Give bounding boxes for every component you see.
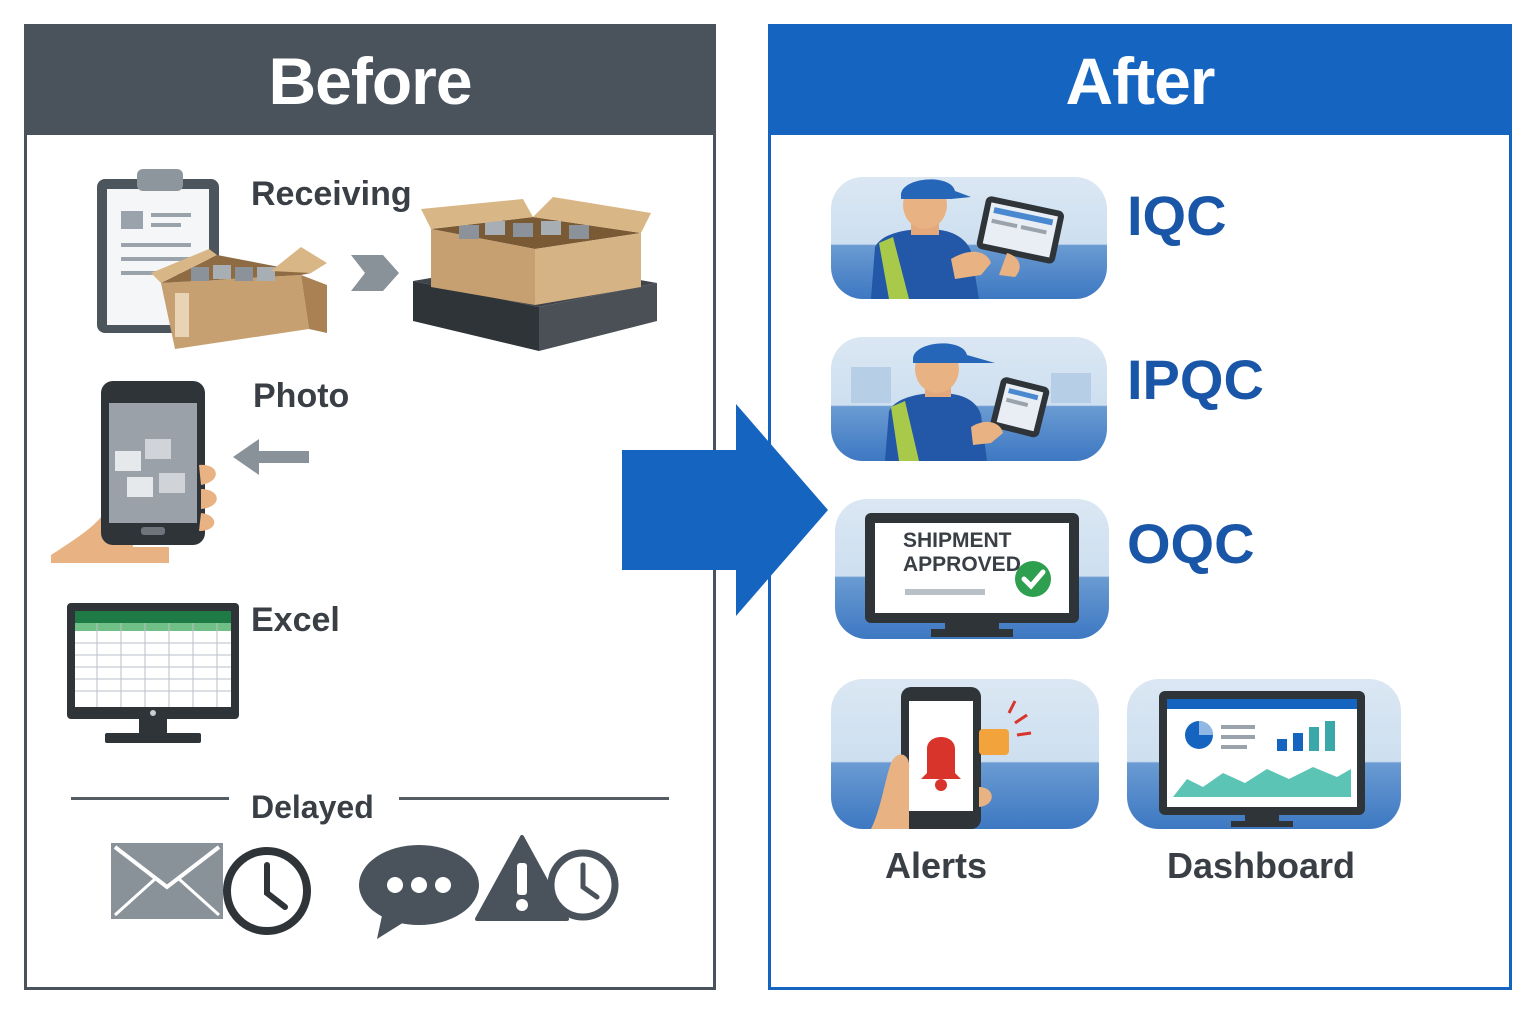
ipqc-label: IPQC <box>1127 348 1264 411</box>
inspector-tablet-icon <box>871 179 1064 299</box>
delayed-label: Delayed <box>251 789 374 825</box>
oqc-label: OQC <box>1127 512 1255 575</box>
open-box-icon <box>151 247 327 349</box>
phone-bell-icon <box>871 687 1032 829</box>
dashboard-card <box>1127 679 1401 829</box>
oqc-card: SHIPMENT APPROVED <box>835 499 1109 639</box>
alerts-label: Alerts <box>885 845 988 886</box>
envelope-icon <box>111 843 223 919</box>
after-header: After <box>771 27 1509 135</box>
big-arrow-right-icon <box>622 404 828 616</box>
pallet-box-icon <box>413 197 657 351</box>
spreadsheet-monitor-icon <box>67 603 239 743</box>
receiving-label: Receiving <box>251 175 412 213</box>
clock-icon <box>547 849 619 921</box>
screen-text-line1: SHIPMENT <box>903 529 1012 552</box>
smartphone-camera-icon <box>51 381 217 563</box>
dashboard-monitor-icon <box>1159 691 1365 827</box>
photo-label: Photo <box>253 377 350 415</box>
alerts-card <box>831 679 1099 829</box>
monitor-approved-icon <box>865 513 1079 637</box>
divider-left <box>71 797 229 800</box>
excel-label: Excel <box>251 601 340 639</box>
dashboard-label: Dashboard <box>1167 845 1356 886</box>
ipqc-card <box>831 337 1107 461</box>
shipment-approved-text: SHIPMENT APPROVED <box>903 529 1021 577</box>
iqc-card <box>831 177 1107 299</box>
arrow-left-icon <box>233 439 309 475</box>
before-header: Before <box>27 27 713 135</box>
iqc-label: IQC <box>1127 184 1227 247</box>
warning-icon <box>475 835 569 921</box>
after-panel: After IQC <box>768 24 1512 990</box>
clock-icon <box>223 847 311 935</box>
before-panel: Before <box>24 24 716 990</box>
divider-right <box>399 797 669 800</box>
chevron-right-icon <box>351 255 399 291</box>
chat-bubble-icon <box>359 845 479 939</box>
screen-text-line2: APPROVED <box>903 553 1021 576</box>
inspector-tablet-icon <box>851 343 1091 461</box>
